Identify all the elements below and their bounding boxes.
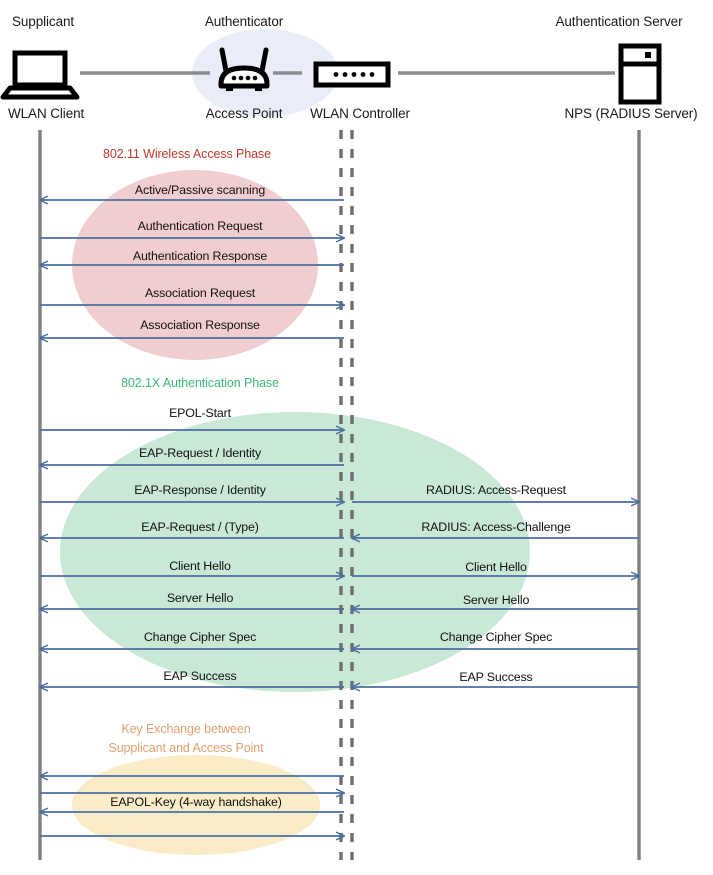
message-label-m10: Client Hello (169, 559, 231, 573)
phase-label-key-exchange-line2: Supplicant and Access Point (108, 741, 264, 755)
message-label-m6: EPOL-Start (169, 406, 231, 420)
phase-keyexchange-ellipse (72, 755, 320, 855)
phase-8021x-ellipse (60, 412, 530, 692)
message-label-m8: EAP-Response / Identity (134, 483, 266, 497)
actor-device-wlan-client: WLAN Client (8, 106, 85, 121)
message-label-m11: Server Hello (166, 591, 234, 605)
message-label-r6: EAP Success (459, 670, 533, 684)
message-label-r5: Change Cipher Spec (439, 630, 553, 644)
message-label-m2: Authentication Request (137, 219, 263, 233)
phase-label-8021x: 802.1X Authentication Phase (121, 376, 279, 390)
message-label-r4: Server Hello (462, 593, 530, 607)
message-label-r2: RADIUS: Access-Challenge (421, 520, 571, 534)
phase-label-key-exchange-line1: Key Exchange between (121, 722, 251, 736)
message-label-r3: Client Hello (465, 560, 527, 574)
message-label-m12: Change Cipher Spec (143, 630, 257, 644)
actor-device-wlan-controller: WLAN Controller (310, 106, 410, 121)
actor-device-access-point: Access Point (205, 106, 283, 121)
access-point-icon (218, 47, 270, 91)
message-label-m4: Association Request (144, 286, 256, 300)
message-label-k3: EAPOL-Key (4-way handshake) (110, 795, 282, 809)
server-icon (618, 43, 662, 105)
message-label-m5: Association Response (140, 318, 260, 332)
message-label-m9: EAP-Request / (Type) (141, 520, 259, 534)
message-label-m1: Active/Passive scanning (134, 183, 266, 197)
actor-role-supplicant: Supplicant (12, 14, 75, 29)
wlan-controller-icon (313, 61, 391, 88)
lifelines (38, 130, 641, 860)
message-arrows (40, 200, 639, 836)
actor-role-auth-server: Authentication Server (555, 14, 683, 29)
message-label-r1: RADIUS: Access-Request (426, 483, 566, 497)
message-label-m13: EAP Success (163, 669, 237, 683)
laptop-icon (0, 50, 80, 100)
actor-role-authenticator: Authenticator (204, 14, 284, 29)
phase-label-80211: 802.11 Wireless Access Phase (103, 147, 271, 161)
message-label-m3: Authentication Response (132, 249, 268, 263)
message-label-m7: EAP-Request / Identity (138, 446, 262, 460)
phase-ellipses (60, 170, 530, 855)
actor-device-nps: NPS (RADIUS Server) (564, 106, 698, 121)
